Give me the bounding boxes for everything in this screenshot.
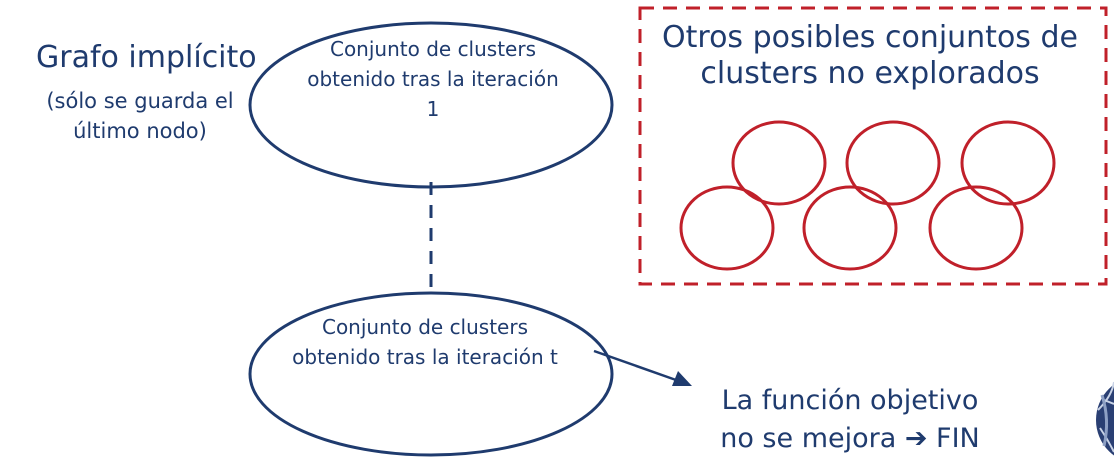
unexplored-circle [679,185,775,271]
unexplored-circle [928,185,1024,271]
unexplored-circle [802,185,898,271]
left-subtitle: (sólo se guarda el último nodo) [46,89,234,143]
result-line-1: La función objetivo [721,385,979,416]
unexplored-circle [960,120,1056,206]
node-first-label: Conjunto de clusters obtenido tras la it… [307,37,559,121]
globe-logo-icon [1096,381,1114,456]
result-arrow-head [672,371,692,386]
left-title: Grafo implícito [36,40,257,75]
unexplored-circle [845,120,941,206]
node-last-label: Conjunto de clusters obtenido tras la it… [292,315,558,369]
result-text: La función objetivo no se mejora ➔ FIN [670,382,1030,458]
unexplored-circle [731,120,827,206]
unexplored-box-title: Otros posibles conjuntos de clusters no … [662,20,1078,91]
unexplored-box [638,6,1108,286]
result-arrow-line [593,349,677,382]
node-last-ellipse [248,291,614,457]
result-line-2: no se mejora ➔ FIN [720,423,980,454]
